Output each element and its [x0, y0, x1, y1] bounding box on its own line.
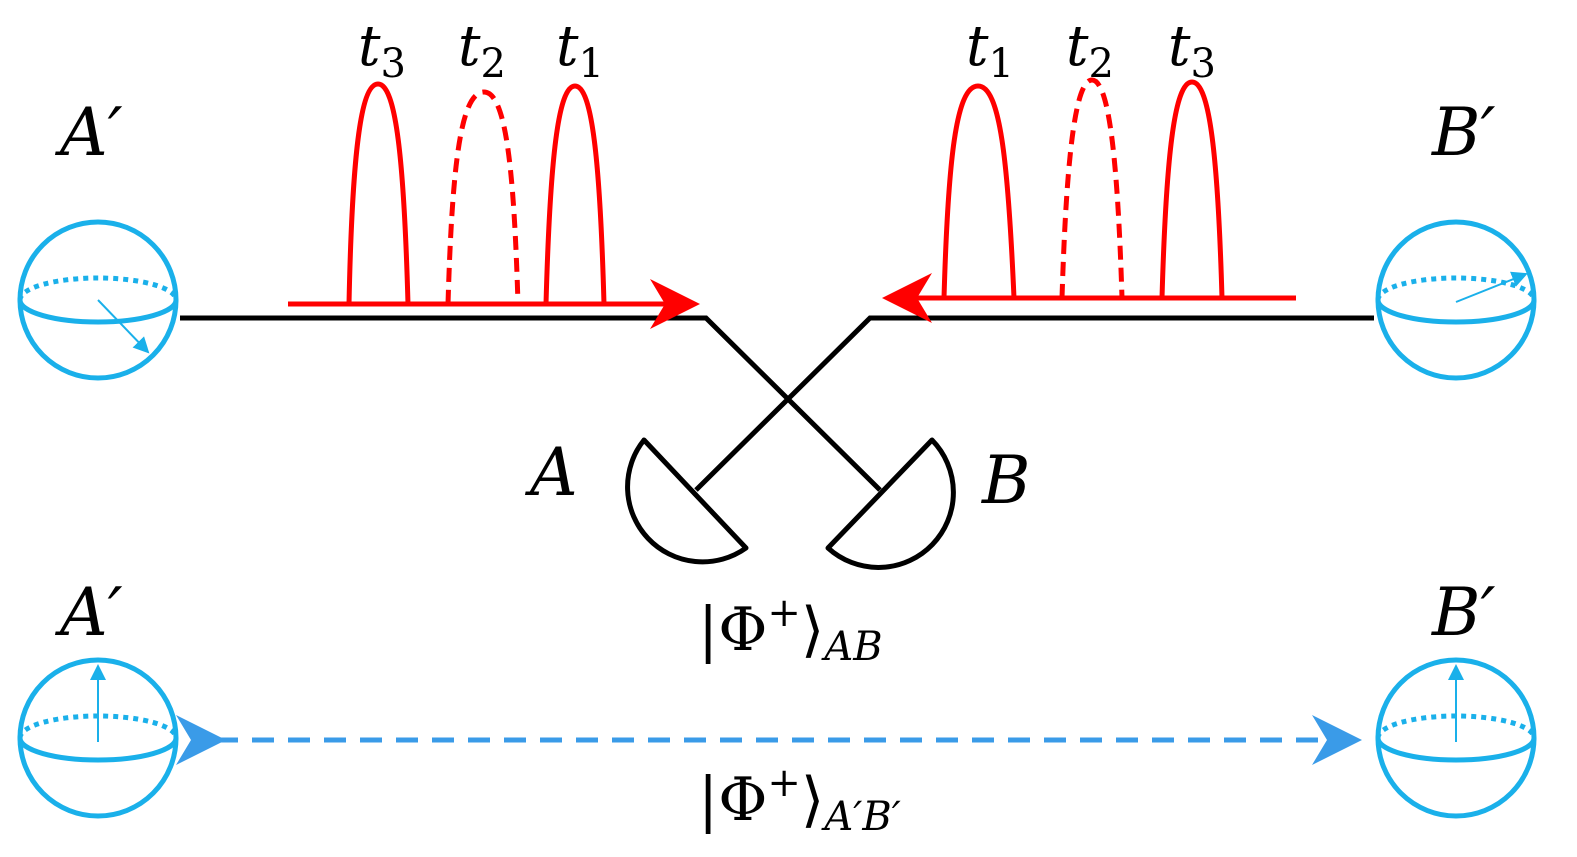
pulse-left-t2: [445, 89, 521, 305]
pulse-train-left: [288, 81, 700, 329]
label-a-prime-bottom: A′: [54, 574, 123, 651]
pulse-left-t1: [543, 83, 607, 305]
sphere-b-prime-top: [1375, 219, 1537, 381]
pulse-train-right: [882, 77, 1296, 323]
bloch-vector: [1455, 271, 1528, 303]
pulse-right-t3: [1159, 79, 1225, 299]
fiber-left: [180, 315, 882, 492]
sphere-b-prime-bottom: [1375, 657, 1537, 819]
label-b-prime-bottom: B′: [1431, 574, 1496, 651]
pulse-label-left-t2: t2: [458, 14, 506, 87]
pulse-right-t1: [941, 83, 1017, 299]
bloch-vector: [97, 299, 150, 354]
label-b: B: [981, 442, 1031, 519]
pulse-label-right-t1: t1: [966, 14, 1014, 87]
sphere-a-prime-top: [17, 219, 179, 381]
pulse-right-t2: [1059, 77, 1125, 299]
pulse-label-right-t2: t2: [1066, 14, 1114, 87]
pulse-label-right-t3: t3: [1168, 14, 1216, 87]
detector-b: [825, 437, 956, 570]
pulse-label-left-t1: t1: [556, 14, 604, 87]
label-a: A: [524, 434, 578, 511]
fiber-right: [694, 315, 1374, 492]
sphere-a-prime-bottom: [17, 657, 179, 819]
state-ab: |Φ+⟩AB: [698, 590, 883, 670]
pulse-left-t3: [346, 81, 411, 305]
state-a-prime-b-prime: |Φ+⟩A′B′: [698, 760, 901, 840]
label-b-prime-top: B′: [1431, 94, 1496, 171]
detector-a: [625, 437, 749, 565]
pulse-label-left-t3: t3: [358, 14, 406, 87]
fiber-lines: [180, 315, 1374, 492]
label-a-prime-top: A′: [54, 94, 123, 171]
